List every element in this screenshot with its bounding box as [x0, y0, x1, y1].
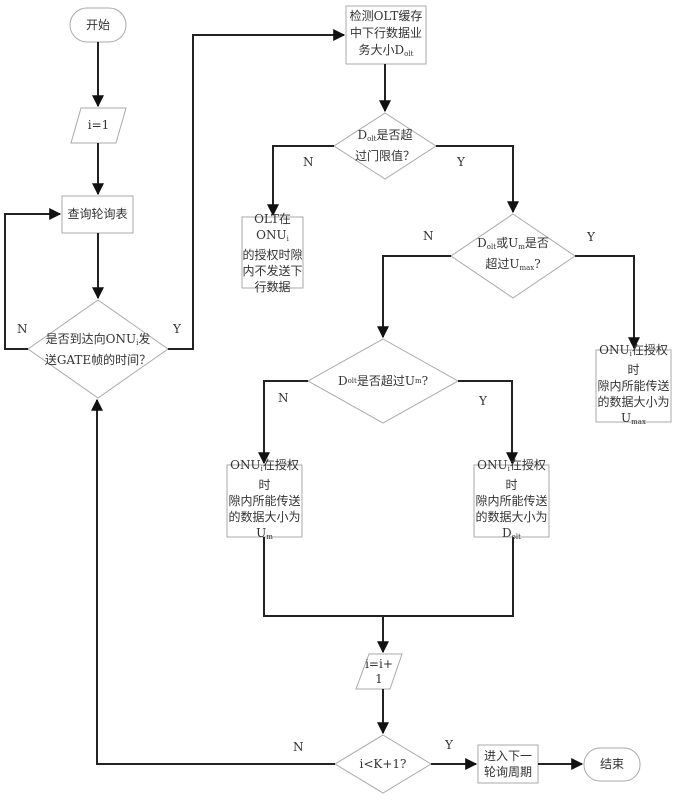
edge-um-no — [258, 380, 308, 465]
gate-check-label: 是否到达向ONUi发 送GATE帧的时间？ — [28, 330, 168, 370]
edge-umax-yes — [575, 255, 640, 350]
lookup-process-box — [61, 195, 134, 234]
loop-no-label: N — [293, 740, 304, 754]
edge-merge — [263, 537, 514, 617]
init-parallelogram — [70, 107, 127, 144]
start-label: 开始 — [70, 8, 126, 42]
size-umax-label: ONUi在授权时 隙内所能传送 的数据大小为 Umax — [596, 343, 671, 426]
umax-no-label: N — [423, 229, 434, 243]
increment-label: i=i+ 1 — [356, 654, 402, 689]
detect-line3: 务大小Dolt — [358, 42, 414, 58]
size-um-line3: 的数据大小为 — [228, 510, 301, 524]
no-send-line1: OLT在ONUi — [254, 211, 291, 243]
no-send-line3: 内不发送下 — [242, 263, 303, 278]
detect-label: 检测OLT缓存 中下行数据业 务大小Dolt — [346, 6, 426, 64]
end-label: 结束 — [584, 748, 640, 781]
loop-check-text: i<K+1? — [359, 756, 407, 771]
gate-yes-label: Y — [173, 322, 181, 336]
gate-check-line1: 是否到达向ONUi发 — [45, 332, 151, 347]
threshold-check-line2: 过门限值？ — [354, 149, 415, 163]
next-cycle-line1: 进入下一 — [483, 749, 532, 763]
gate-no-label: N — [17, 322, 28, 336]
size-umax-line4: Umax — [621, 411, 646, 426]
detect-process-box — [345, 5, 427, 65]
start-text: 开始 — [85, 17, 110, 32]
edge-gate-no-lookup — [4, 208, 62, 350]
lookup-text: 查询轮询表 — [67, 207, 128, 221]
no-send-label: OLT在ONUi 的授权时隙 内不发送下 行数据 — [242, 212, 303, 294]
gate-check-diamond — [27, 299, 169, 399]
next-cycle-line2: 轮询周期 — [483, 765, 532, 779]
loop-check-diamond — [334, 734, 432, 794]
size-dolt-label: ONUi在授权时 隙内所能传送 的数据大小为 Dolt — [474, 458, 549, 541]
size-dolt-process-box — [473, 464, 550, 538]
size-umax-line2: 隙内所能传送 — [597, 379, 670, 393]
size-umax-line3: 的数据大小为 — [597, 395, 670, 409]
size-um-label: ONUi在授权时 隙内所能传送 的数据大小为 Um — [227, 458, 302, 541]
threshold-check-line1: Dolt是否超 — [357, 128, 413, 143]
size-um-line4: Um — [256, 526, 273, 541]
loop-check-label: i<K+1? — [335, 754, 431, 774]
edge-threshold-yes — [436, 145, 519, 214]
threshold-check-label: Dolt是否超 过门限值？ — [340, 128, 430, 164]
size-um-line2: 隙内所能传送 — [228, 494, 301, 508]
increment-parallelogram — [355, 653, 403, 690]
next-cycle-label: 进入下一 轮询周期 — [478, 745, 538, 783]
end-text: 结束 — [599, 757, 624, 771]
size-umax-process-box — [595, 349, 672, 423]
umax-check-label: Dolt或Um是否 超过Umax? — [456, 236, 570, 275]
edge-loop-no-gate — [91, 398, 335, 765]
loop-yes-label: Y — [445, 738, 453, 752]
size-um-line1: ONUi在授权时 — [230, 458, 299, 492]
gate-check-line2: 送GATE帧的时间？ — [44, 353, 152, 367]
no-send-process-box — [241, 216, 304, 289]
size-dolt-line3: 的数据大小为 — [475, 510, 548, 524]
threshold-check-diamond — [333, 112, 437, 180]
umax-yes-label: Y — [587, 230, 595, 244]
size-umax-line1: ONUi在授权时 — [599, 343, 668, 377]
umax-check-diamond — [450, 213, 576, 299]
increment-line1: i=i+ — [365, 656, 393, 671]
init-text: i=1 — [87, 118, 110, 132]
um-yes-label: Y — [479, 394, 487, 408]
init-label: i=1 — [71, 108, 126, 143]
size-dolt-line4: Dolt — [502, 526, 521, 541]
size-dolt-line2: 隙内所能传送 — [475, 494, 548, 508]
umax-check-line1: Dolt或Um是否 — [477, 236, 549, 251]
um-check-diamond — [306, 338, 460, 424]
edge-umax-no — [377, 255, 451, 339]
detect-line2: 中下行数据业 — [349, 25, 422, 40]
um-no-label: N — [278, 391, 289, 405]
umax-check-line2: 超过Umax? — [485, 257, 541, 272]
end-terminator — [583, 747, 641, 782]
edge-gate-yes-detect — [168, 29, 346, 350]
next-cycle-process-box — [477, 744, 539, 784]
threshold-yes-label: Y — [457, 155, 465, 169]
no-send-line2: 的授权时隙 — [242, 247, 303, 262]
lookup-label: 查询轮询表 — [62, 196, 133, 233]
size-dolt-line1: ONUi在授权时 — [477, 458, 546, 492]
edge-um-yes — [458, 380, 518, 465]
detect-line1: 检测OLT缓存 — [349, 8, 423, 23]
increment-line2: 1 — [375, 671, 383, 686]
threshold-no-label: N — [303, 155, 314, 169]
no-send-line4: 行数据 — [254, 279, 291, 294]
edge-threshold-no — [267, 145, 334, 217]
